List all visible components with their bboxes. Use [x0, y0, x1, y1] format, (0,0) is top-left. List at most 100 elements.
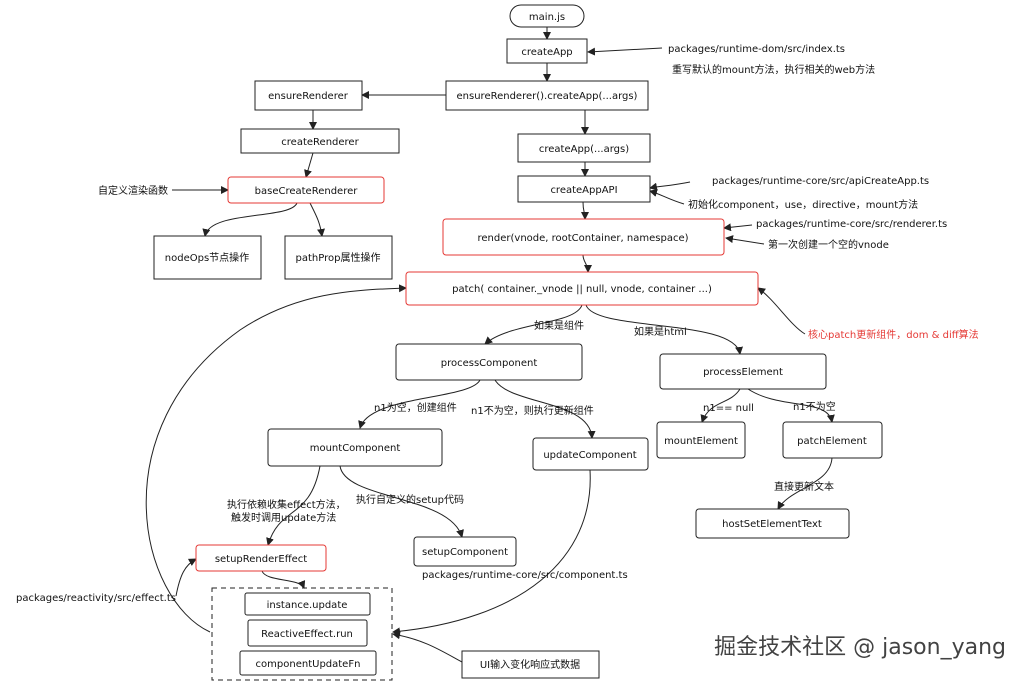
node-updatecomponent[interactable]: updateComponent — [532, 437, 649, 471]
ann-exec-effect-line1: 执行依赖收集effect方法， — [227, 498, 346, 511]
edge-pc-update — [494, 379, 596, 439]
node-setupcomponent-label: setupComponent — [422, 547, 508, 558]
node-reactiveeffect-run-label: ReactiveEffect.run — [261, 629, 353, 640]
node-main-js[interactable]: main.js — [509, 4, 585, 28]
node-instance-update[interactable]: instance.update — [244, 592, 371, 616]
edge-pe-mountelement — [700, 388, 741, 423]
node-patchelement-label: patchElement — [797, 436, 867, 447]
edge-effect-sre — [175, 558, 197, 597]
edge-ann-renderer — [723, 223, 753, 232]
ann-runtime-dom-index: packages/runtime-dom/src/index.ts — [668, 44, 845, 55]
edge-patch-processelement — [585, 304, 743, 355]
edge-createrenderer-base — [304, 152, 314, 178]
effect-group-frame — [211, 587, 393, 681]
edge-sre-dashed — [261, 570, 306, 589]
watermark: 掘金技术社区 @ jason_yang — [714, 635, 1006, 660]
node-processelement-label: processElement — [703, 367, 783, 378]
edge-patchelement-hostset — [777, 457, 833, 510]
edge-mount-setuprendereffect — [266, 465, 321, 546]
ann-renderer-path: packages/runtime-core/src/renderer.ts — [756, 219, 947, 230]
edge-ann-runtime-dom — [587, 47, 663, 56]
node-setupcomponent[interactable]: setupComponent — [413, 536, 517, 567]
node-main-js-label: main.js — [529, 12, 565, 23]
ann-direct-update-text: 直接更新文本 — [774, 480, 834, 493]
node-ui-input-label: UI输入变化响应式数据 — [480, 658, 580, 671]
node-ensurerenderer-createapp[interactable]: ensureRenderer().createApp(...args) — [445, 80, 649, 111]
node-setuprendereffect-label: setupRenderEffect — [215, 554, 307, 565]
edge-pe-patchelement — [747, 388, 835, 423]
ann-effect-path: packages/reactivity/src/effect.ts — [16, 593, 176, 604]
node-pathprop-label: pathProp属性操作 — [296, 251, 381, 264]
node-processcomponent[interactable]: processComponent — [395, 343, 583, 381]
edge-pc-mount — [358, 379, 481, 429]
node-componentupdatefn[interactable]: componentUpdateFn — [239, 650, 377, 676]
edge-ann-apicreateapp — [649, 181, 691, 191]
node-createappapi-label: createAppAPI — [550, 185, 617, 196]
node-processcomponent-label: processComponent — [441, 358, 538, 369]
node-hostsetelementtext[interactable]: hostSetElementText — [695, 508, 850, 539]
node-hostsetelementtext-label: hostSetElementText — [722, 519, 822, 530]
ann-init-component: 初始化component，use，directive，mount方法 — [688, 198, 918, 211]
node-render-label: render(vnode, rootContainer, namespace) — [478, 233, 689, 244]
ann-exec-effect-line2: 触发时调用update方法 — [231, 511, 336, 524]
node-instance-update-label: instance.update — [267, 600, 348, 611]
node-createapp-args-label: createApp(...args) — [539, 144, 629, 155]
ann-override-mount: 重写默认的mount方法，执行相关的web方法 — [672, 63, 875, 76]
edge-ann-corepatch — [757, 287, 806, 335]
ann-if-component: 如果是组件 — [534, 319, 584, 332]
ann-n1-not-empty-update: n1不为空，则执行更新组件 — [471, 404, 594, 417]
edge-update-dashed — [392, 469, 591, 636]
node-nodeops-label: nodeOps节点操作 — [165, 251, 249, 264]
node-processelement[interactable]: processElement — [659, 353, 827, 390]
ann-custom-render: 自定义渲染函数 — [98, 184, 168, 197]
ann-n1-not-empty: n1不为空 — [793, 400, 836, 413]
node-createapp[interactable]: createApp — [506, 38, 588, 64]
edge-ui-dashed — [392, 631, 463, 663]
ann-component-path: packages/runtime-core/src/component.ts — [422, 570, 628, 581]
node-reactiveeffect-run[interactable]: ReactiveEffect.run — [247, 619, 368, 647]
node-mountcomponent-label: mountComponent — [310, 443, 401, 454]
node-mountelement-label: mountElement — [664, 436, 738, 447]
node-basecreaterenderer-label: baseCreateRenderer — [255, 186, 359, 197]
ann-n1-eq-null: n1== null — [703, 403, 754, 414]
ann-if-html: 如果是html — [634, 325, 687, 338]
node-ensurerenderer-label: ensureRenderer — [268, 91, 349, 102]
annotations: packages/runtime-dom/src/index.ts 重写默认的m… — [16, 44, 979, 604]
edge-api-render — [580, 201, 589, 220]
edge-base-nodeops — [202, 202, 298, 237]
edge-render-patch — [582, 254, 592, 273]
node-setuprendereffect[interactable]: setupRenderEffect — [195, 544, 327, 572]
ann-exec-setup: 执行自定义的setup代码 — [356, 493, 464, 506]
node-createappapi[interactable]: createAppAPI — [517, 175, 651, 203]
edge-loop-patch — [145, 284, 407, 633]
node-render[interactable]: render(vnode, rootContainer, namespace) — [442, 218, 725, 256]
edge-patch-processcomponent — [484, 304, 583, 345]
node-ensurerenderer[interactable]: ensureRenderer — [254, 80, 363, 111]
node-mountelement[interactable]: mountElement — [656, 421, 746, 459]
node-patch-label: patch( container._vnode || null, vnode, … — [452, 284, 712, 295]
ann-apicreateapp-path: packages/runtime-core/src/apiCreateApp.t… — [712, 176, 929, 187]
ann-first-empty-vnode: 第一次创建一个空的vnode — [768, 238, 889, 251]
node-patchelement[interactable]: patchElement — [782, 421, 883, 459]
node-createapp-label: createApp — [521, 47, 572, 58]
node-basecreaterenderer[interactable]: baseCreateRenderer — [227, 176, 385, 204]
node-createrenderer-label: createRenderer — [281, 137, 359, 148]
node-patch[interactable]: patch( container._vnode || null, vnode, … — [405, 271, 759, 306]
edge-ann-firstvnode — [725, 235, 765, 245]
node-mountcomponent[interactable]: mountComponent — [267, 428, 443, 467]
node-createrenderer[interactable]: createRenderer — [240, 128, 400, 154]
node-nodeops[interactable]: nodeOps节点操作 — [153, 235, 262, 280]
ann-core-patch: 核心patch更新组件，dom & diff算法 — [808, 328, 979, 341]
node-ui-input[interactable]: UI输入变化响应式数据 — [461, 650, 600, 679]
edge-mount-setupcomponent — [339, 465, 464, 538]
edge-ann-init — [649, 189, 685, 205]
edges — [145, 27, 835, 663]
node-updatecomponent-label: updateComponent — [543, 450, 636, 461]
node-ensurerenderer-createapp-label: ensureRenderer().createApp(...args) — [457, 91, 638, 102]
edge-base-pathprop — [309, 202, 325, 237]
node-componentupdatefn-label: componentUpdateFn — [256, 659, 361, 670]
ann-n1-empty-create: n1为空，创建组件 — [374, 401, 457, 414]
node-pathprop[interactable]: pathProp属性操作 — [284, 235, 393, 280]
node-createapp-args[interactable]: createApp(...args) — [517, 133, 651, 163]
